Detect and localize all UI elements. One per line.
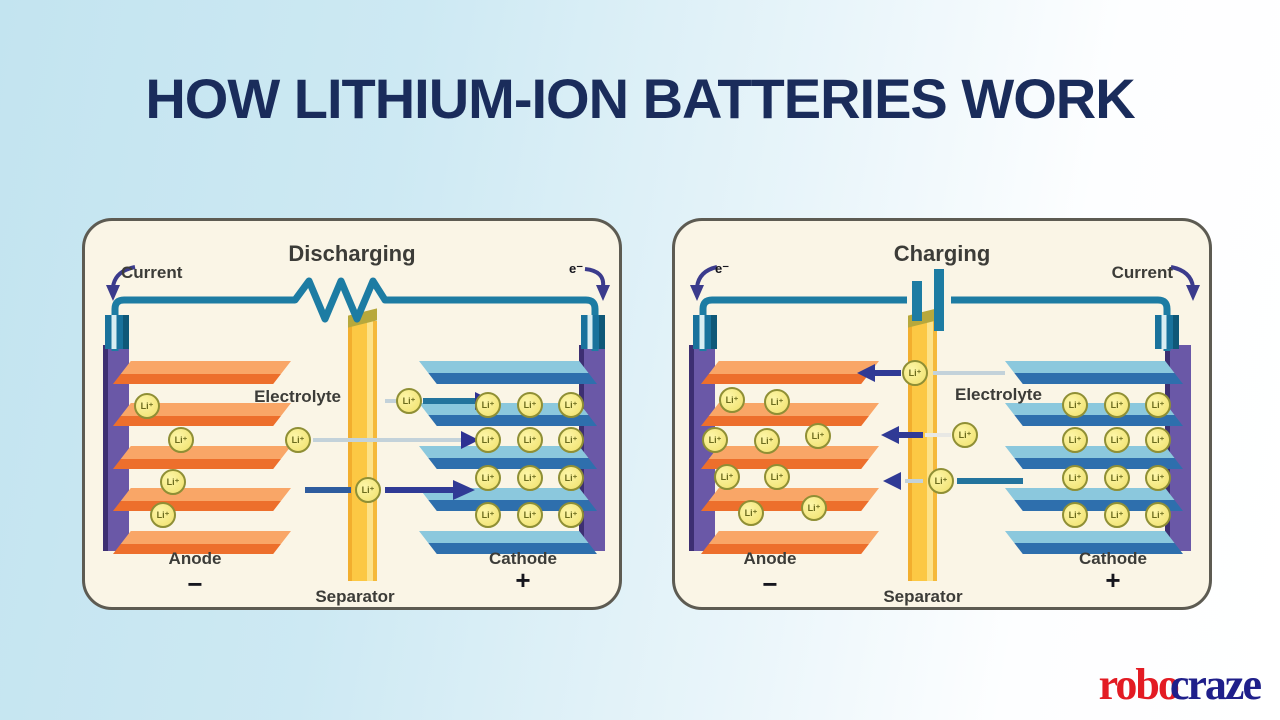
discharging-diagram: Discharging Current e⁻	[82, 218, 622, 610]
cathode-sign: +	[1105, 565, 1121, 595]
current-label: Current	[1111, 263, 1173, 282]
li-ion: Li⁺	[558, 427, 584, 453]
electrolyte-label: Electrolyte	[254, 387, 341, 406]
li-ion: Li⁺	[719, 387, 745, 413]
separator-label: Separator	[315, 587, 395, 606]
li-ion: Li⁺	[764, 389, 790, 415]
li-ion: Li⁺	[558, 502, 584, 528]
electron-arrowhead-icon	[596, 285, 610, 301]
li-ion: Li⁺	[1145, 392, 1171, 418]
separator-label: Separator	[883, 587, 963, 606]
brand-logo-craze: craze	[1169, 660, 1262, 709]
cathode-layer	[419, 446, 597, 469]
anode-layer	[113, 488, 291, 511]
li-ion: Li⁺	[558, 465, 584, 491]
electron-arrow-icon	[695, 265, 718, 288]
charging-diagram: Charging e⁻ Current	[672, 218, 1212, 610]
li-ion: Li⁺	[754, 428, 780, 454]
li-ion: Li⁺	[285, 427, 311, 453]
anode-layer	[701, 403, 879, 426]
li-ion: Li⁺	[517, 427, 543, 453]
anode-terminal	[105, 315, 129, 349]
li-ion: Li⁺	[558, 392, 584, 418]
li-ion: Li⁺	[396, 388, 422, 414]
li-ion: Li⁺	[801, 495, 827, 521]
li-ion: Li⁺	[1104, 465, 1130, 491]
cathode-layer	[1005, 446, 1183, 469]
anode-label: Anode	[168, 549, 222, 568]
current-arrowhead-icon	[1186, 285, 1200, 301]
li-ion: Li⁺	[805, 423, 831, 449]
li-ion: Li⁺	[517, 502, 543, 528]
li-ion: Li⁺	[168, 427, 194, 453]
electron-label: e⁻	[569, 261, 584, 276]
cathode-label: Cathode	[489, 549, 557, 568]
cathode-layer	[1005, 361, 1183, 384]
li-ion: Li⁺	[1104, 427, 1130, 453]
li-ion: Li⁺	[764, 464, 790, 490]
li-ion: Li⁺	[517, 392, 543, 418]
ion-flow-arrowhead-icon	[883, 472, 901, 490]
li-ion: Li⁺	[1062, 465, 1088, 491]
cathode-layer	[1005, 531, 1183, 554]
li-ion: Li⁺	[928, 468, 954, 494]
li-ion: Li⁺	[702, 427, 728, 453]
anode-sign: −	[762, 569, 778, 599]
cathode-layer	[419, 531, 597, 554]
cathode-layer	[419, 361, 597, 384]
li-ion: Li⁺	[475, 502, 501, 528]
li-ion: Li⁺	[517, 465, 543, 491]
anode-layer	[701, 488, 879, 511]
li-ion: Li⁺	[1104, 392, 1130, 418]
anode-layer	[701, 446, 879, 469]
anode-label: Anode	[743, 549, 797, 568]
brand-logo: robocraze	[1098, 659, 1262, 710]
cathode-sign: +	[515, 565, 531, 595]
current-arrow-icon	[1170, 265, 1195, 288]
anode-layer	[113, 361, 291, 384]
li-ion: Li⁺	[738, 500, 764, 526]
li-ion: Li⁺	[902, 360, 928, 386]
ion-flow-arrowhead-icon	[881, 426, 899, 444]
li-ion: Li⁺	[134, 393, 160, 419]
anode-layer	[113, 446, 291, 469]
cathode-terminal	[1155, 315, 1179, 349]
brand-logo-robo: robo	[1098, 660, 1180, 709]
anode-terminal	[693, 315, 717, 349]
li-ion: Li⁺	[1062, 502, 1088, 528]
electrolyte-label: Electrolyte	[955, 385, 1042, 404]
cathode-layer	[1005, 488, 1183, 511]
li-ion: Li⁺	[1062, 392, 1088, 418]
cathode-layer	[1005, 403, 1183, 426]
cathode-label: Cathode	[1079, 549, 1147, 568]
cathode-terminal	[581, 315, 605, 349]
li-ion: Li⁺	[160, 469, 186, 495]
electron-arrowhead-icon	[690, 285, 704, 301]
electron-label: e⁻	[715, 261, 730, 276]
current-arrowhead-icon	[106, 285, 120, 301]
anode-sign: −	[187, 569, 203, 599]
anode-layer	[113, 531, 291, 554]
cathode-layer	[419, 403, 597, 426]
li-ion: Li⁺	[355, 477, 381, 503]
anode-layer	[701, 361, 879, 384]
anode-layer	[701, 531, 879, 554]
li-ion: Li⁺	[1104, 502, 1130, 528]
li-ion: Li⁺	[714, 464, 740, 490]
li-ion: Li⁺	[1145, 465, 1171, 491]
li-ion: Li⁺	[952, 422, 978, 448]
li-ion: Li⁺	[150, 502, 176, 528]
li-ion: Li⁺	[1145, 502, 1171, 528]
diagram-title: Discharging	[288, 241, 416, 266]
li-ion: Li⁺	[475, 427, 501, 453]
li-ion: Li⁺	[1062, 427, 1088, 453]
separator	[348, 321, 377, 581]
li-ion: Li⁺	[475, 465, 501, 491]
page-title: HOW LITHIUM-ION BATTERIES WORK	[145, 67, 1135, 130]
diagram-title: Charging	[893, 241, 991, 266]
current-label: Current	[121, 263, 183, 282]
li-ion: Li⁺	[1145, 427, 1171, 453]
electron-arrow-icon	[584, 267, 606, 288]
li-ion: Li⁺	[475, 392, 501, 418]
